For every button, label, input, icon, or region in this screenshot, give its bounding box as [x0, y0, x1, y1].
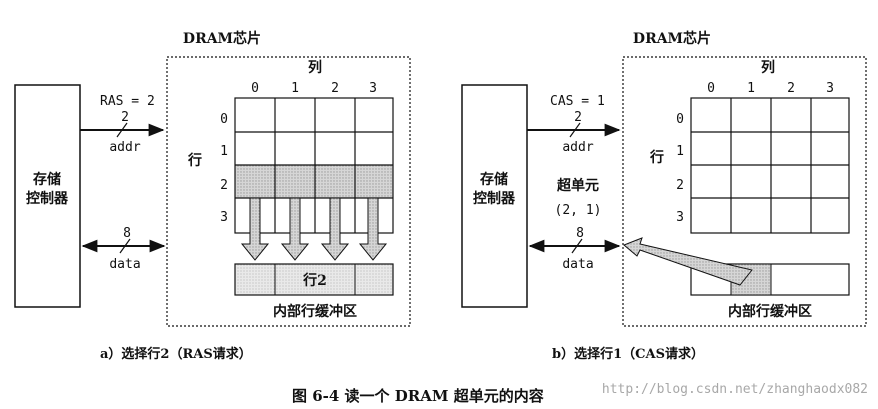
col-index-3: 3 [369, 81, 377, 96]
addr-label: addr [562, 140, 593, 155]
supercell-output-arrow [623, 237, 753, 286]
col-index-0: 0 [707, 81, 715, 96]
row-index-2: 2 [676, 178, 684, 193]
ras-signal-label: RAS = 2 [100, 94, 155, 109]
controller-label-line2: 控制器 [473, 190, 516, 207]
row-index-0: 0 [676, 112, 684, 127]
down-arrow-col1 [280, 197, 310, 261]
chip-title: DRAM芯片 [183, 30, 261, 47]
col-index-1: 1 [747, 81, 755, 96]
data-width: 8 [576, 226, 584, 241]
down-arrow-col0 [240, 197, 270, 261]
row-buffer-label: 内部行缓冲区 [728, 303, 812, 320]
caption-b: b）选择行1（CAS请求） [552, 346, 704, 362]
column-header: 列 [761, 59, 775, 76]
supercell-label: 超单元 [556, 177, 599, 194]
dram-chip-box [166, 56, 411, 327]
figure-caption: 图 6-4 读一个 DRAM 超单元的内容 [292, 387, 544, 405]
addr-bus-slash [569, 122, 581, 138]
addr-bus-slash [116, 122, 128, 138]
row-index-0: 0 [220, 112, 228, 127]
controller-label-line2: 控制器 [26, 190, 69, 207]
col-index-2: 2 [787, 81, 795, 96]
row-index-3: 3 [220, 210, 228, 225]
col-index-2: 2 [331, 81, 339, 96]
data-bus-slash [119, 238, 131, 254]
row-header: 行 [187, 152, 202, 169]
row-index-1: 1 [220, 144, 228, 159]
watermark: http://blog.csdn.net/zhanghaodx082 [602, 382, 868, 397]
row-copy-arrows [240, 197, 388, 261]
cas-signal-label: CAS = 1 [550, 94, 605, 109]
data-bus-slash [571, 238, 583, 254]
internal-row-buffer [234, 263, 394, 296]
data-label: data [562, 257, 593, 272]
dram-cell-grid [234, 97, 394, 234]
col-index-1: 1 [291, 81, 299, 96]
row-index-3: 3 [676, 210, 684, 225]
row-buffer-dividers [274, 264, 356, 295]
panel-b: 存储 控制器 DRAM芯片 CAS = 1 2 addr 超单元 (2, 1) … [461, 30, 867, 362]
dram-cell-grid [690, 97, 850, 234]
down-arrow-col3 [358, 197, 388, 261]
data-label: data [109, 257, 140, 272]
column-header: 列 [308, 59, 322, 76]
row-index-1: 1 [676, 144, 684, 159]
selected-row-2-highlight [235, 165, 393, 198]
chip-title: DRAM芯片 [633, 30, 711, 47]
caption-a: a）选择行2（RAS请求） [100, 346, 252, 362]
controller-label-line1: 存储 [480, 171, 508, 188]
row-buffer-content: 行2 [302, 272, 327, 289]
row-header: 行 [649, 149, 664, 166]
supercell-coords: (2, 1) [555, 203, 602, 218]
memory-controller-box [461, 84, 528, 308]
addr-label: addr [109, 140, 140, 155]
row-index-2: 2 [220, 178, 228, 193]
addr-width: 2 [574, 110, 582, 125]
col-index-3: 3 [826, 81, 834, 96]
down-arrow-col2 [320, 197, 350, 261]
panel-a: 存储 控制器 DRAM芯片 RAS = 2 2 addr 8 data 列 行 … [14, 30, 411, 362]
col-index-0: 0 [251, 81, 259, 96]
controller-label-line1: 存储 [33, 171, 61, 188]
memory-controller-box [14, 84, 81, 308]
data-width: 8 [123, 226, 131, 241]
addr-width: 2 [121, 110, 129, 125]
row-buffer-label: 内部行缓冲区 [273, 303, 357, 320]
dram-chip-box [622, 56, 867, 327]
